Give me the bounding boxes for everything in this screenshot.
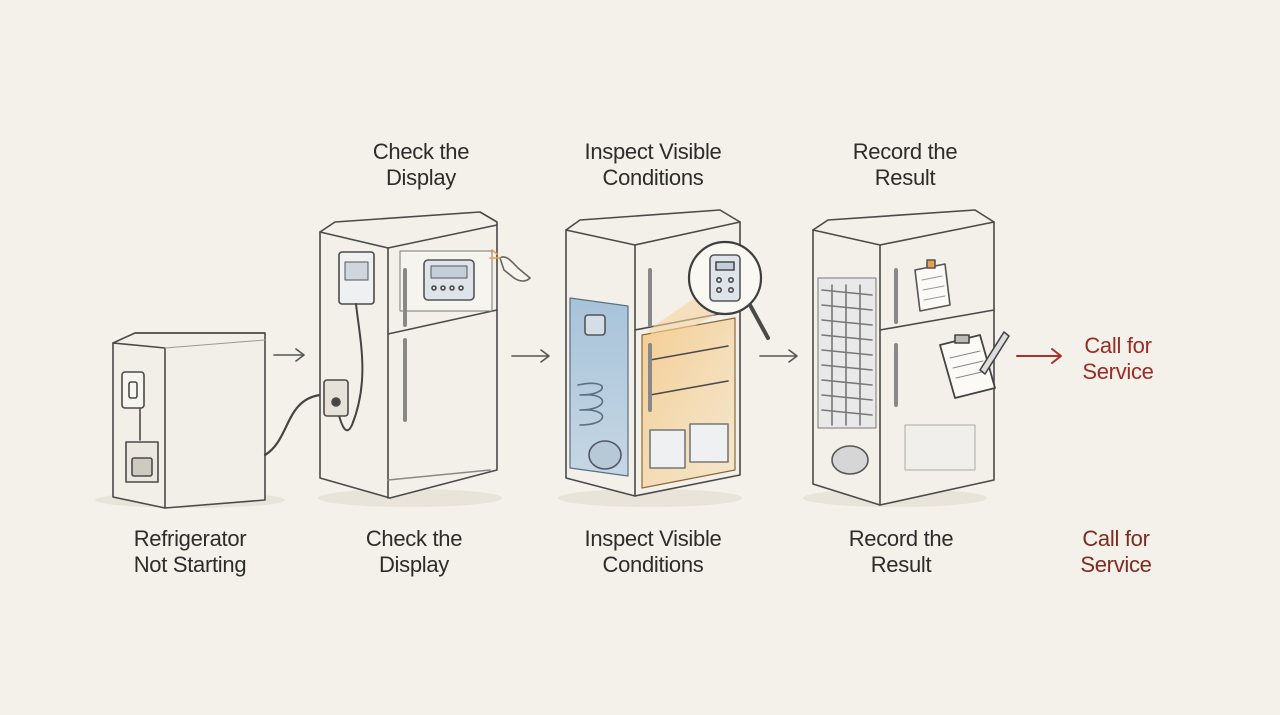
wall-outlet-icon [121,371,145,409]
condenser-coil-icon [569,297,629,477]
pointing-hand-icon [489,249,531,282]
refrigerator-unit-4 [803,209,1010,507]
arrow-icon [759,349,798,363]
arrow-icon [1016,348,1062,364]
clipboard-icon [939,334,996,399]
display-panel-icon [423,259,475,301]
compressor-icon [125,441,159,483]
refrigerator-unit-2 [318,211,531,507]
wall-outlet-icon [338,251,375,305]
refrigerator-unit-1 [95,332,285,509]
compressor-icon [588,440,622,470]
power-cord [263,393,322,457]
pencil-icon [979,331,1010,375]
note-icon [914,259,951,312]
refrigerator-unit-3 [558,209,770,507]
arrow-icon [273,348,305,362]
power-plug-icon [323,379,349,417]
compressor-icon [831,445,869,475]
condenser-coil-icon [817,277,877,429]
arrow-icon [511,349,550,363]
magnifying-glass-icon [687,240,770,340]
